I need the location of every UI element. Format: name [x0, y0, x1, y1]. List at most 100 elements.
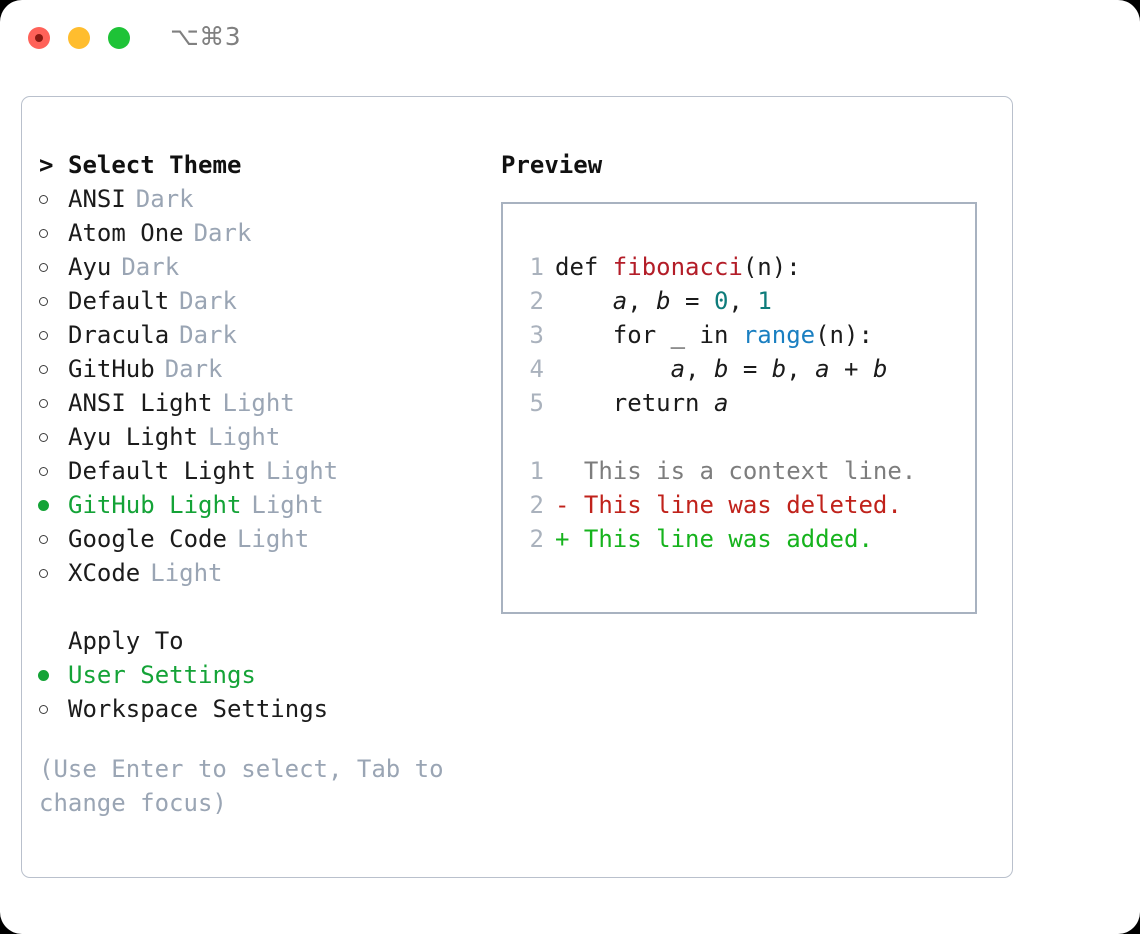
apply-to-indent	[39, 625, 68, 659]
theme-list-item[interactable]: XCode Light	[39, 556, 479, 590]
code-token-plain: ,	[685, 355, 714, 383]
radio-unselected-icon[interactable]	[39, 421, 68, 455]
close-window-button[interactable]	[28, 27, 50, 49]
theme-name: Atom One	[68, 219, 184, 247]
radio-unselected-icon[interactable]	[39, 251, 68, 285]
theme-list-item[interactable]: Default Light Light	[39, 454, 479, 488]
radio-unselected-icon[interactable]	[39, 523, 68, 557]
diff-marker: -	[555, 491, 570, 519]
code-line: 1 def fibonacci(n):	[522, 250, 967, 284]
theme-variant-tag: Dark	[179, 287, 237, 315]
theme-list-item[interactable]: Default Dark	[39, 284, 479, 318]
code-token-plain: ,	[627, 287, 657, 315]
line-number: 2	[529, 491, 544, 519]
apply-to-option[interactable]: Workspace Settings	[39, 692, 479, 726]
theme-name: GitHub Light	[68, 491, 242, 519]
diff-line: 1 This is a context line.	[522, 454, 967, 488]
code-token-kw: return	[555, 389, 714, 417]
theme-name: Dracula	[68, 321, 170, 349]
code-sample: 1 def fibonacci(n): 2 a, b = 0, 1 3 for _ i…	[522, 250, 967, 556]
code-token-kw: for _ in	[555, 321, 743, 349]
apply-to-label: Apply To	[68, 627, 184, 655]
radio-unselected-icon[interactable]	[39, 387, 68, 421]
maximize-window-button[interactable]	[108, 27, 130, 49]
theme-variant-tag: Light	[265, 457, 339, 485]
list-spacer	[39, 590, 479, 624]
line-number: 1	[529, 457, 544, 485]
apply-to-option-label: User Settings	[68, 661, 256, 689]
preview-title: Preview	[501, 151, 603, 179]
code-token-var: a	[815, 355, 830, 383]
theme-list-item[interactable]: GitHub Dark	[39, 352, 479, 386]
bullet-glyph	[39, 297, 48, 306]
line-number: 3	[529, 321, 544, 349]
bullet-glyph	[39, 433, 48, 442]
code-token-kw: def	[555, 253, 613, 281]
radio-selected-icon[interactable]	[38, 659, 68, 693]
line-number: 5	[529, 389, 544, 417]
code-token-plain: (n):	[742, 253, 801, 281]
line-number: 2	[529, 287, 544, 315]
theme-list-item[interactable]: Google Code Light	[39, 522, 479, 556]
radio-selected-icon[interactable]	[38, 489, 68, 523]
diff-line: 2 + This line was added.	[522, 522, 967, 556]
theme-name: Ayu Light	[68, 423, 199, 451]
select-theme-label: Select Theme	[68, 151, 242, 179]
theme-variant-tag: Dark	[135, 185, 194, 213]
theme-name: GitHub	[68, 355, 155, 383]
theme-name: Google Code	[68, 525, 227, 553]
theme-variant-tag: Light	[150, 559, 223, 587]
radio-unselected-icon[interactable]	[39, 557, 68, 591]
radio-unselected-icon[interactable]	[39, 319, 68, 353]
line-number: 1	[529, 253, 544, 281]
bullet-glyph	[39, 263, 48, 272]
code-line: 5 return a	[522, 386, 967, 420]
code-token-var: b	[872, 355, 888, 383]
code-token-fn: fibonacci	[612, 253, 743, 281]
bullet-glyph	[39, 331, 48, 340]
code-token-plain	[555, 355, 671, 383]
code-token-var: a	[670, 355, 686, 383]
radio-unselected-icon[interactable]	[39, 183, 68, 217]
code-token-num: 0	[713, 287, 729, 315]
line-number: 4	[529, 355, 544, 383]
theme-variant-tag: Dark	[164, 355, 223, 383]
radio-unselected-icon[interactable]	[39, 353, 68, 387]
theme-name: Default	[68, 287, 170, 315]
code-line: 2 a, b = 0, 1	[522, 284, 967, 318]
minimize-window-button[interactable]	[68, 27, 90, 49]
apply-to-option[interactable]: User Settings	[38, 658, 479, 693]
radio-unselected-icon[interactable]	[39, 285, 68, 319]
code-token-plain: ,	[728, 287, 758, 315]
keyboard-hint: (Use Enter to select, Tab to change focu…	[39, 755, 444, 817]
code-token-plain: =	[728, 355, 772, 383]
radio-unselected-icon[interactable]	[39, 217, 68, 251]
theme-variant-tag: Light	[222, 389, 295, 417]
code-token-builtin: range	[742, 321, 816, 349]
line-number: 2	[529, 525, 544, 553]
radio-unselected-icon[interactable]	[39, 455, 68, 489]
theme-name: Default Light	[68, 457, 256, 485]
bullet-glyph	[39, 467, 48, 476]
diff-text: This line was added.	[569, 525, 873, 553]
theme-name: Ayu	[68, 253, 112, 281]
radio-unselected-icon[interactable]	[39, 693, 68, 727]
diff-text: This is a context line.	[569, 457, 917, 485]
theme-name: XCode	[68, 559, 141, 587]
diff-marker: +	[555, 525, 570, 553]
code-diff-separator	[522, 420, 967, 454]
code-line: 4 a, b = b, a + b	[522, 352, 967, 386]
theme-variant-tag: Light	[236, 525, 310, 553]
bullet-glyph	[38, 500, 49, 511]
